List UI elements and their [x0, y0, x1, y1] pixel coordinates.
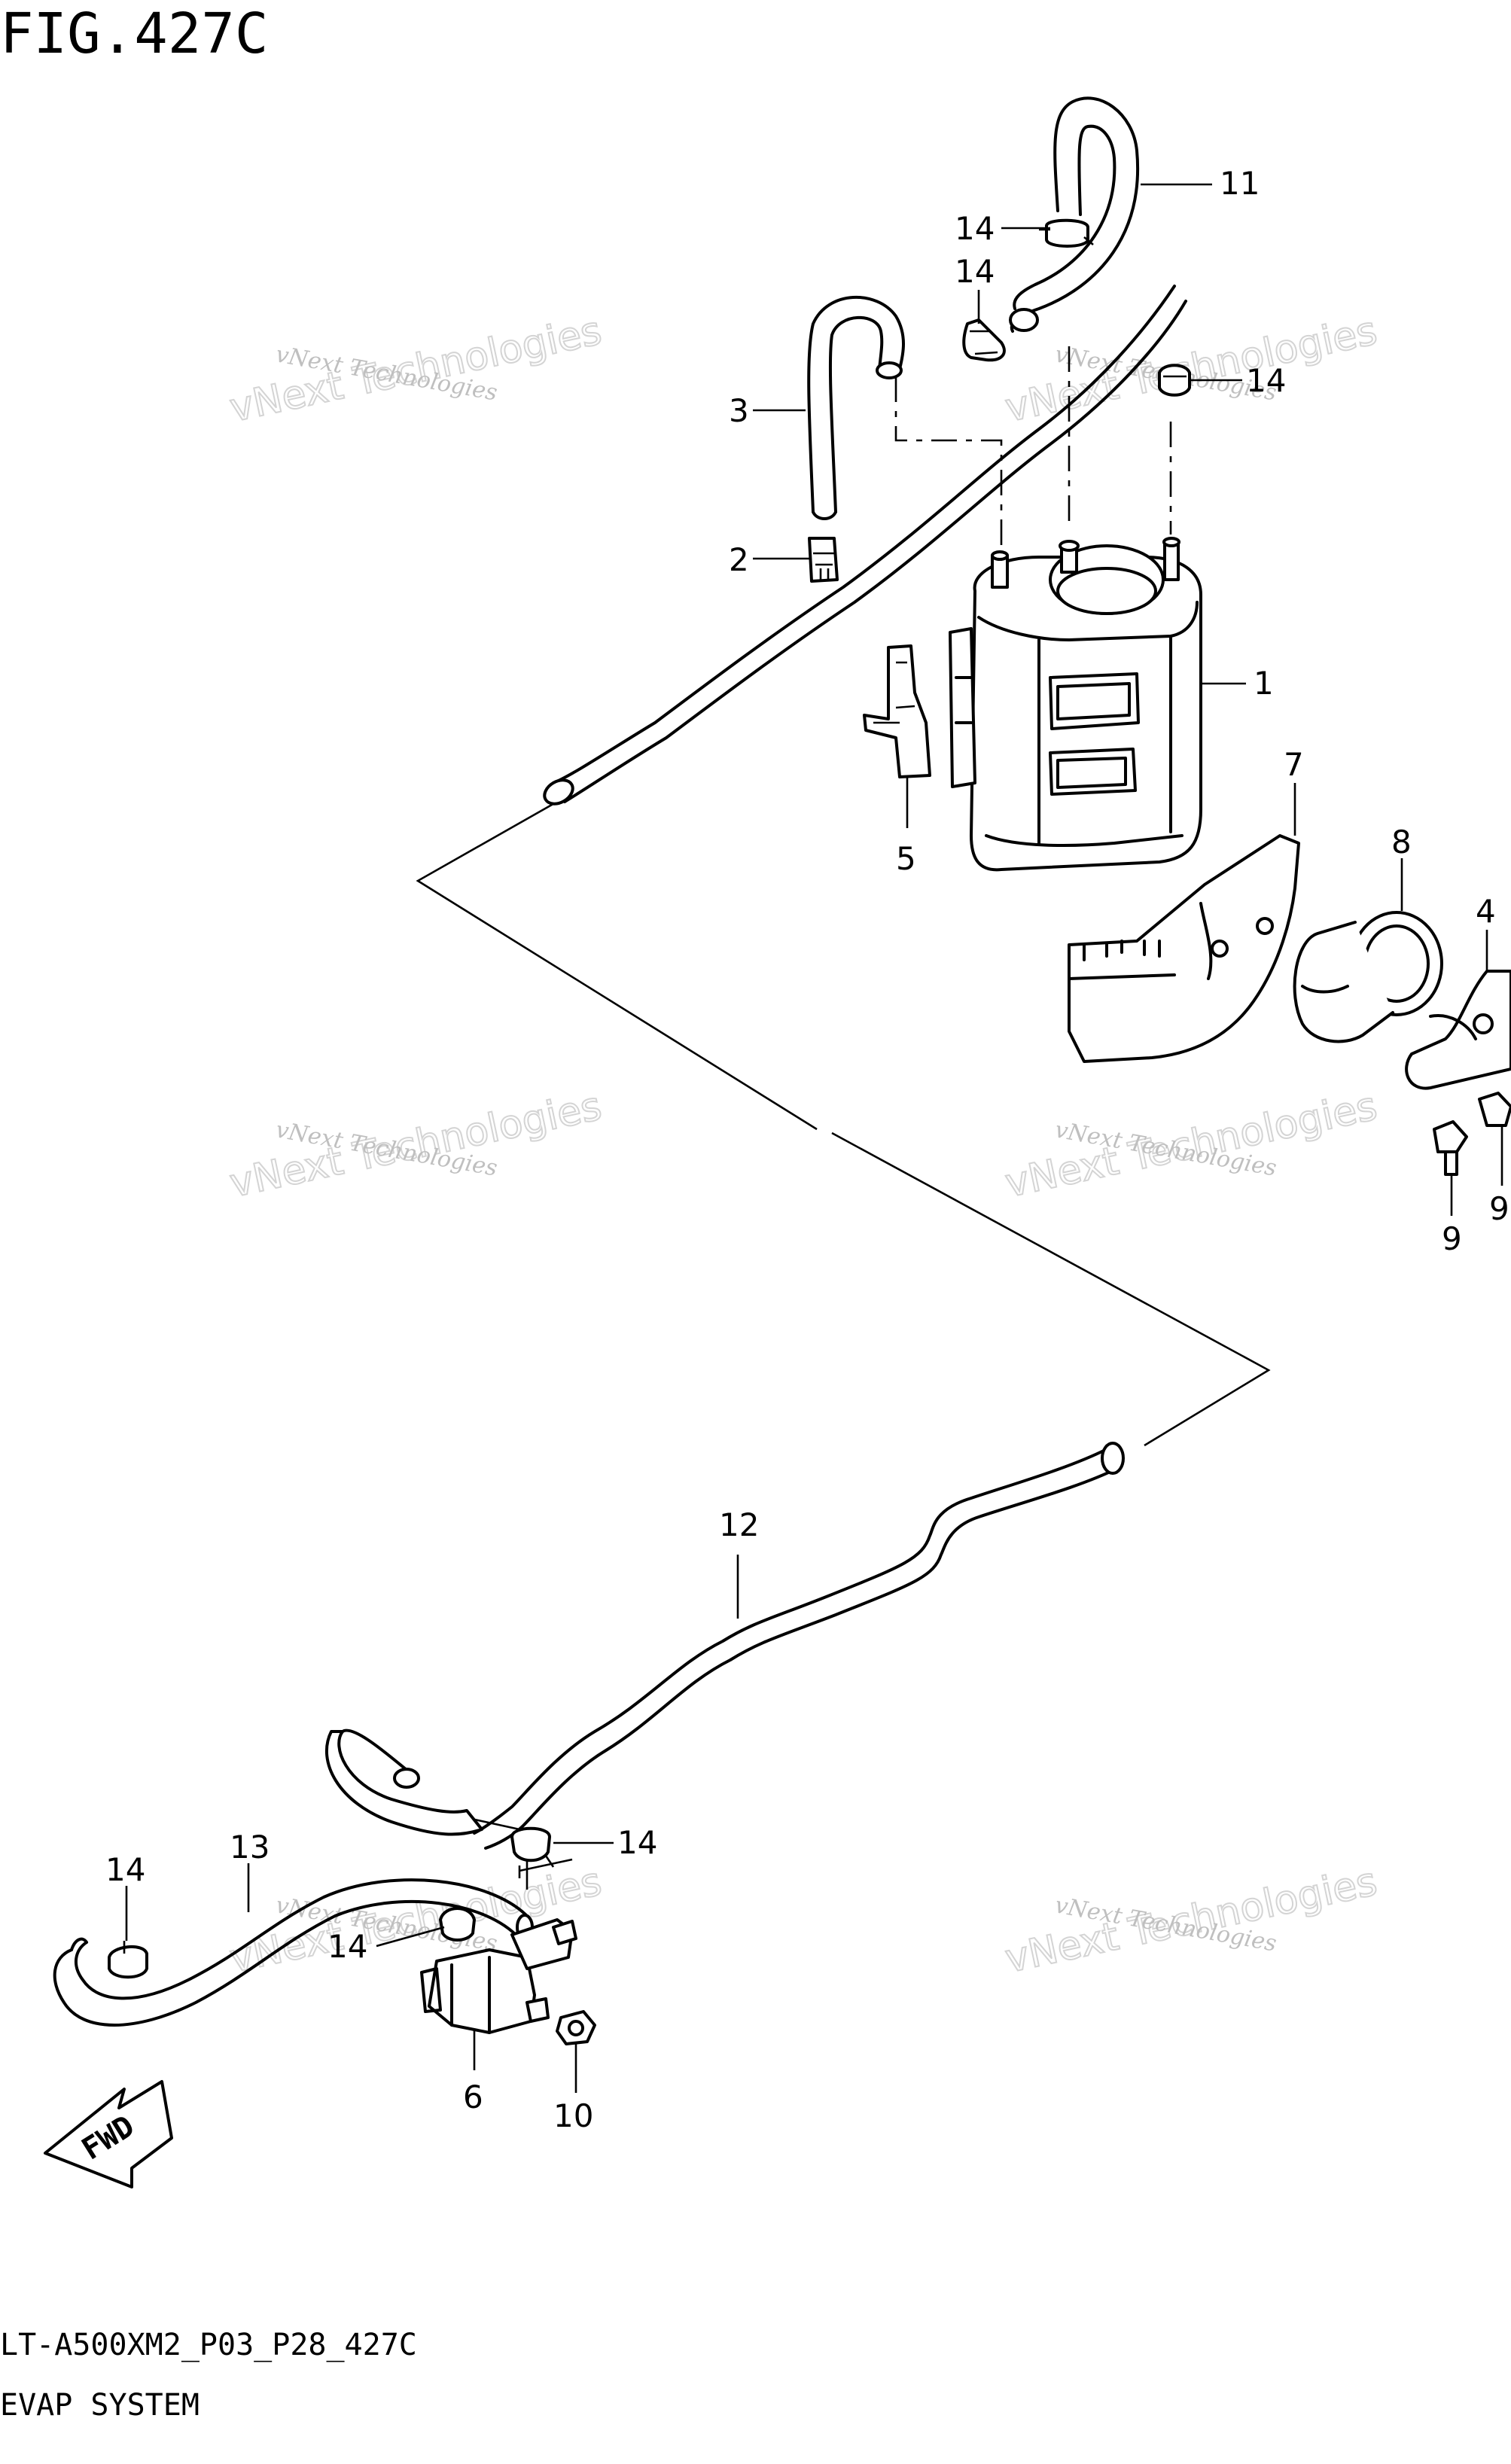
nut-10 [556, 2010, 596, 2045]
callout-8: 8 [1391, 824, 1412, 860]
canister-1 [949, 537, 1202, 872]
bracket-7 [1068, 834, 1300, 1063]
callouts: 11 14 14 14 3 2 1 5 7 8 4 9 9 12 14 13 1 [105, 165, 1509, 2134]
callout-12: 12 [719, 1506, 759, 1543]
callout-14b: 14 [955, 253, 995, 290]
watermark-mid-left: vNext Technologies vNext Technologies [225, 1083, 606, 1208]
clamp-14e [108, 1941, 148, 1979]
callout-14f: 14 [327, 1928, 367, 1965]
callout-6: 6 [463, 2079, 483, 2115]
callout-4: 4 [1476, 893, 1496, 930]
callout-13: 13 [230, 1829, 270, 1866]
hose-12-upper [543, 285, 1187, 806]
callout-14e: 14 [105, 1851, 145, 1888]
callout-1: 1 [1254, 665, 1274, 702]
clamp-14d [510, 1826, 555, 1878]
bolt-9b [1478, 1092, 1511, 1127]
clamp-14f [439, 1907, 476, 1942]
clamp-14a [1039, 218, 1094, 248]
hose-3 [807, 295, 905, 520]
cushion-8 [1293, 911, 1443, 1043]
hose-segment [324, 1728, 483, 1836]
figure-title: FIG.427C [0, 2, 269, 66]
purge-valve-6 [420, 1918, 577, 2034]
bracket-5 [863, 644, 931, 778]
callout-10: 10 [553, 2097, 593, 2134]
fwd-direction-arrow: FWD [44, 2080, 173, 2188]
callout-14a: 14 [955, 210, 995, 247]
callout-3: 3 [729, 392, 749, 429]
clamp-14b [962, 318, 1006, 362]
callout-7: 7 [1284, 746, 1304, 783]
callout-2: 2 [729, 541, 749, 578]
watermark-mid-right: vNext Technologies vNext Technologies [1001, 1083, 1382, 1208]
callout-14d: 14 [617, 1824, 657, 1861]
clamp-4 [1405, 970, 1511, 1090]
clamp-14c [1158, 364, 1191, 397]
model-code: LT-A500XM2_P03_P28_427C [0, 2328, 417, 2362]
callout-11: 11 [1220, 165, 1260, 202]
system-name: EVAP SYSTEM [0, 2388, 200, 2423]
assembly-lines [398, 346, 1271, 1890]
bolt-9a [1433, 1120, 1468, 1176]
watermark-top-left: vNext Technologies vNext Technologies [225, 308, 606, 432]
callout-5: 5 [896, 840, 916, 877]
callout-14c: 14 [1246, 362, 1286, 399]
callout-9b: 9 [1489, 1190, 1509, 1227]
hose-11 [1009, 96, 1140, 333]
hose-12-lower [473, 1442, 1125, 1850]
hose-13 [53, 1878, 534, 2027]
fitting-2 [808, 537, 839, 583]
watermark-bottom-right: vNext Technologies vNext Technologies [1001, 1859, 1382, 1983]
callout-9a: 9 [1442, 1220, 1462, 1257]
